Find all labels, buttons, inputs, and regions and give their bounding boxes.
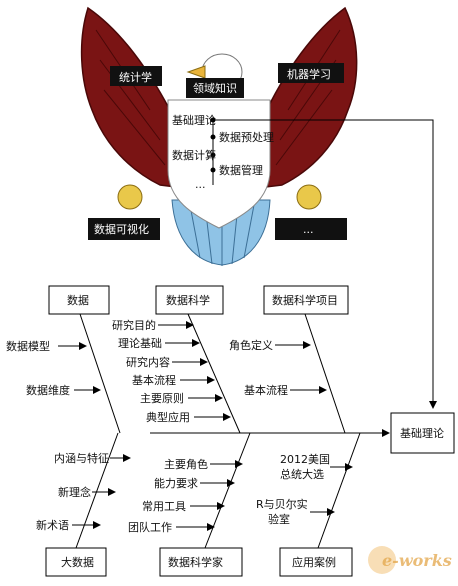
beak [186, 65, 206, 79]
case-branch-0a: 2012美国 [280, 453, 330, 466]
scientist-branch-2: 常用工具 [142, 500, 186, 513]
top-box-0: 数据 [67, 293, 89, 307]
connector-arrow [213, 119, 437, 409]
shield-item-1: 数据预处理 [219, 130, 274, 144]
left-claw [117, 184, 143, 210]
science-branch-3: 基本流程 [132, 373, 176, 387]
box-project [263, 285, 349, 315]
data-branch-1: 数据维度 [26, 383, 70, 397]
top-box-1: 数据科学 [166, 293, 210, 307]
scientist-branch-0: 主要角色 [164, 457, 208, 471]
science-branch-5: 典型应用 [146, 410, 190, 424]
project-branch-0: 角色定义 [229, 338, 273, 352]
science-branch-0: 研究目的 [112, 318, 156, 332]
bottom-box-2: 应用案例 [292, 555, 336, 569]
label-bg-statistics [110, 66, 162, 86]
head-label-fish: 基础理论 [400, 426, 444, 440]
right-claw [296, 184, 322, 210]
label-bg-domain [186, 78, 244, 98]
wing-right-label: 机器学习 [287, 67, 331, 81]
case-branch-1a: R与贝尔实 [256, 497, 308, 511]
svg-text:e-works: e-works [382, 551, 452, 570]
fishbone-diagram: 基础理论 数据 数据科学 数据科学项目 大数据 数据科学家 应用案例 数据模型 … [6, 285, 455, 577]
box-scientist [159, 547, 243, 577]
box-bigdata [45, 547, 107, 577]
box-data [48, 285, 110, 315]
scientist-branch-3: 团队工作 [128, 520, 172, 534]
science-branch-2: 研究内容 [126, 355, 170, 369]
head-box [390, 412, 455, 454]
science-branches: 研究目的 理论基础 研究内容 基本流程 主要原则 典型应用 [112, 318, 231, 424]
case-branch-1b: 验室 [268, 512, 290, 526]
top-box-2: 数据科学项目 [272, 293, 338, 307]
bigdata-branch-2: 新术语 [36, 518, 69, 532]
box-cases [279, 547, 353, 577]
scientist-branch-1: 能力要求 [154, 476, 198, 490]
shield-item-4: ... [195, 178, 206, 191]
head-label: 领域知识 [193, 81, 237, 95]
shield-item-0: 基础理论 [172, 113, 216, 127]
bottom-box-1: 数据科学家 [168, 555, 223, 569]
shield [167, 99, 271, 229]
box-science [155, 285, 224, 315]
case-branch-0b: 总统大选 [280, 467, 324, 481]
bigdata-branch-0: 内涵与特征 [54, 451, 109, 465]
shield-item-3: 数据管理 [219, 163, 263, 177]
label-bg-more [275, 218, 347, 240]
bottom-box-0: 大数据 [61, 555, 94, 569]
foot-left-label: 数据可视化 [94, 222, 149, 236]
shield-item-2: 数据计算 [172, 148, 216, 162]
foot-right-label: ... [303, 223, 314, 236]
eagle-illustration: 基础理论 数据预处理 数据计算 数据管理 ... 统计学 领域知识 机器学习 数… [80, 6, 358, 266]
watermark-logo: e-works [368, 546, 452, 574]
science-branch-1: 理论基础 [118, 336, 162, 350]
project-branch-1: 基本流程 [244, 383, 288, 397]
label-bg-viz [88, 218, 160, 240]
bigdata-branch-1: 新理念 [58, 485, 91, 499]
data-branch-0: 数据模型 [6, 339, 50, 353]
label-bg-ml [278, 63, 344, 83]
wing-left-label: 统计学 [119, 70, 152, 84]
science-branch-4: 主要原则 [140, 392, 184, 405]
